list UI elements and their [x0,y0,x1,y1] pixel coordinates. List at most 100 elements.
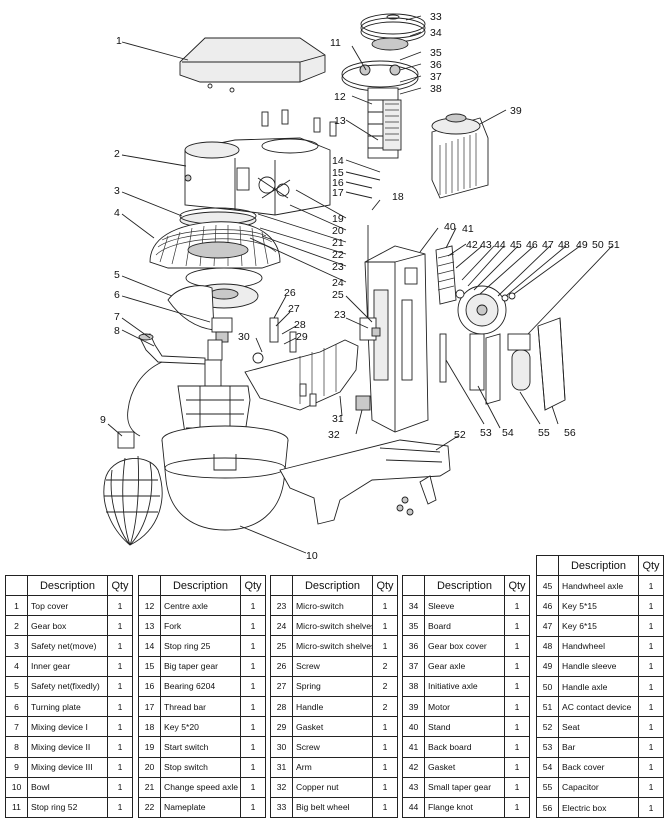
part-description: Electric box [558,797,639,819]
part-number: 32 [270,776,293,798]
callout-35: 35 [430,47,442,59]
part-quantity: 1 [638,756,664,778]
callout-2: 2 [114,148,120,160]
callout-34: 34 [430,27,442,39]
part-description: Small taper gear [424,776,505,798]
part-quantity: 1 [504,796,530,819]
part-description: Handle sleeve [558,655,639,677]
part-description: Bowl [27,776,108,798]
part-description: Stand [424,716,505,738]
part-number: 1 [5,594,28,617]
part-quantity: 1 [372,615,398,637]
callout-36: 36 [430,59,442,71]
part-number: 27 [270,675,293,697]
part-description: Change speed axle [160,776,241,798]
part-description: Back board [424,736,505,758]
part-number: 11 [5,796,28,819]
screws-drawing [261,109,337,407]
part-description: Inner gear [27,655,108,677]
callout-27: 27 [288,303,300,315]
part-quantity: 1 [504,756,530,778]
callout-32: 32 [328,429,340,441]
callout-52: 52 [454,429,466,441]
callout-44: 44 [494,239,506,251]
part-number: 14 [138,635,161,657]
part-number: 2 [5,615,28,637]
part-quantity: 1 [240,695,266,718]
part-quantity: 1 [107,736,133,758]
part-quantity: 1 [504,594,530,617]
part-description: Handle axle [558,675,639,698]
callout-56: 56 [564,427,576,439]
bowl-drawing [161,425,289,531]
callout-47: 47 [542,239,554,251]
part-quantity: 1 [638,595,664,617]
part-quantity: 1 [372,736,398,758]
callout-10: 10 [306,550,318,560]
part-number: 23 [270,594,293,617]
part-description: Back cover [558,756,639,778]
callout-33: 33 [430,11,442,23]
callout-43: 43 [480,239,492,251]
part-description: Mixing device I [27,716,108,738]
electric-parts-drawing [439,317,566,411]
part-number: 28 [270,695,293,718]
callout-23b: 23 [334,309,346,321]
part-quantity: 1 [504,615,530,637]
callout-46: 46 [526,239,538,251]
callout-53: 53 [480,427,492,439]
callout-4: 4 [114,207,120,219]
part-quantity: 1 [240,796,266,819]
part-number: 34 [402,594,425,617]
part-quantity: 1 [504,716,530,738]
part-description: Motor [424,695,505,718]
part-quantity: 1 [107,655,133,677]
part-description: Handwheel [558,635,639,657]
callout-16: 16 [332,177,344,189]
part-quantity: 1 [504,776,530,798]
gearbox-cover-drawing [341,60,419,159]
callout-24: 24 [332,277,344,289]
part-number: 36 [402,635,425,657]
part-description: Key 6*15 [558,615,639,637]
part-description: Spring [292,675,373,697]
callout-21: 21 [332,237,344,249]
part-number: 50 [536,675,559,698]
part-quantity: 1 [372,635,398,657]
arm-drawing [244,317,371,411]
part-quantity: 1 [107,776,133,798]
callout-8: 8 [114,325,120,337]
part-quantity: 2 [372,655,398,677]
motor-drawing [431,113,489,199]
description-header: Description [558,555,639,576]
part-number: 31 [270,756,293,778]
part-number: 3 [5,635,28,657]
description-header: Description [424,575,505,596]
part-number: 16 [138,675,161,697]
gearbox-drawing [184,137,331,216]
callout-25: 25 [332,289,344,301]
part-description: Big taper gear [160,655,241,677]
part-quantity: 1 [107,615,133,637]
callout-41: 41 [462,223,474,235]
